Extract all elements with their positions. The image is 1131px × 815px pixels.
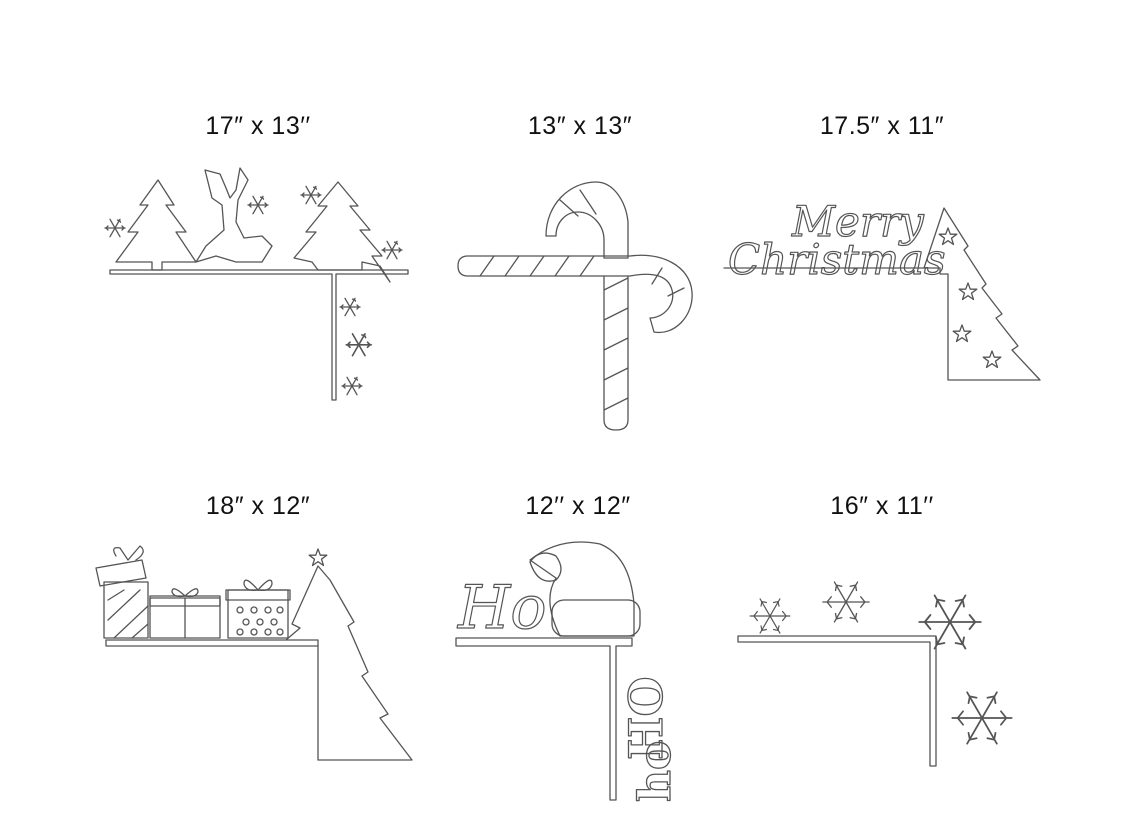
word-ho-2: HO	[619, 676, 673, 760]
reindeer-trees-corner-icon	[104, 167, 409, 401]
size-label-ho-ho-ho: 12′′ x 12″	[525, 492, 631, 520]
merry-christmas-corner-icon: Merry Christmas	[723, 196, 1041, 381]
size-label-candy-cane: 13″ x 13″	[527, 112, 633, 140]
word-ho-3: ho	[630, 741, 681, 802]
size-label-trees-reindeer: 17″ x 13′′	[205, 112, 311, 140]
ho-ho-ho-corner-icon: Ho HO ho	[455, 541, 682, 803]
script-christmas: Christmas	[728, 235, 946, 284]
script-merry: Merry	[791, 197, 925, 246]
presents-tree-corner-icon	[95, 545, 413, 761]
size-label-merry-christmas: 17.5″ x 11″	[819, 112, 945, 140]
candy-cane-corner-icon	[457, 181, 693, 431]
word-ho-1: Ho	[457, 573, 546, 643]
snowflakes-corner-icon	[737, 581, 1013, 767]
size-label-presents-tree: 18″ x 12″	[205, 492, 311, 520]
size-label-snowflakes: 16″ x 11′′	[830, 492, 934, 520]
